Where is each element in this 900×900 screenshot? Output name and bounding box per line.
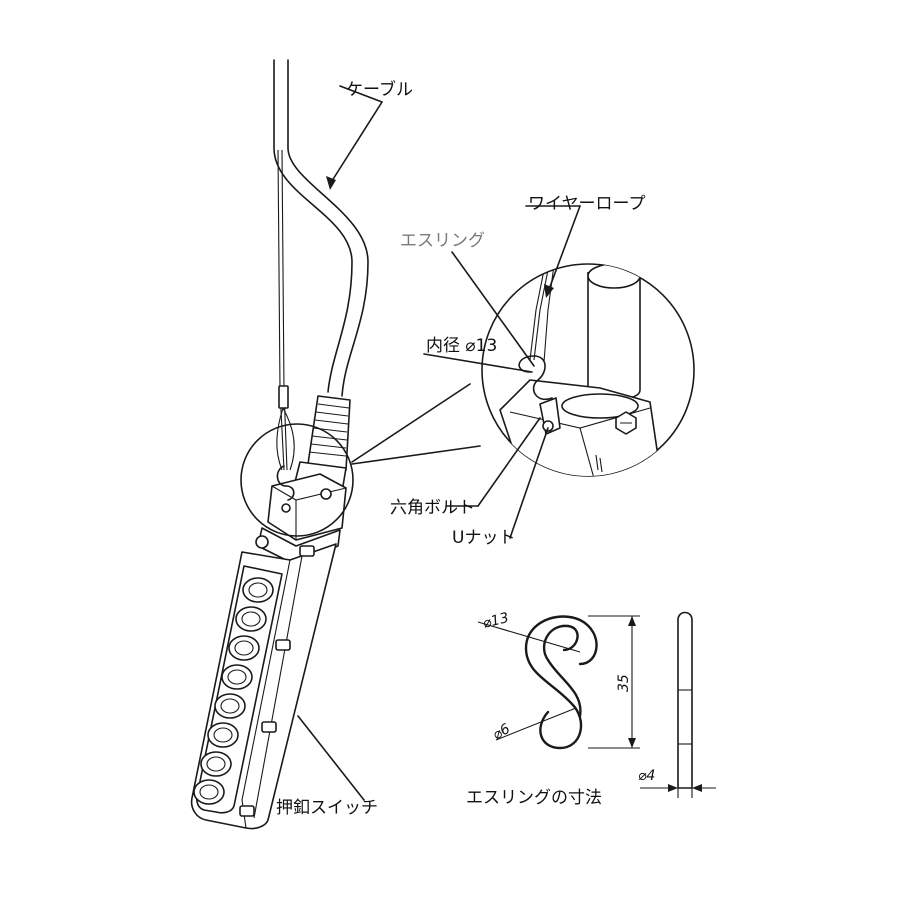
detail-view — [481, 263, 695, 477]
pushbuttons — [193, 577, 274, 805]
label-inner-diameter: 内径 ⌀13 — [426, 336, 497, 356]
pushbutton — [214, 693, 246, 719]
pushbutton — [193, 779, 225, 805]
pushbutton — [242, 577, 274, 603]
cable — [273, 59, 369, 397]
dim-height: 35 — [616, 674, 632, 692]
detail-source-circle — [240, 423, 354, 537]
dim-outer-diameter: ⌀13 — [481, 610, 510, 632]
pushbutton — [235, 606, 267, 632]
label-s-ring: エスリング — [400, 231, 485, 251]
detail-connector-lines — [351, 383, 481, 465]
pushbutton — [221, 664, 253, 690]
s-ring-front-view — [524, 615, 598, 750]
leader-wire-rope — [525, 205, 581, 298]
s-ring-dimension-lines — [477, 615, 640, 749]
wire-rope — [276, 149, 295, 471]
label-pendant-switch: 押釦スイッチ — [276, 798, 378, 818]
pushbutton — [228, 635, 260, 661]
label-u-nut: Uナット — [452, 528, 515, 548]
leader-u-nut — [509, 427, 549, 539]
label-wire-rope: ワイヤーロープ — [528, 194, 645, 214]
leader-s-ring — [451, 251, 535, 367]
dim-inner-hook: ⌀6 — [490, 721, 513, 744]
pushbutton — [200, 751, 232, 777]
label-hex-bolt: 六角ボルト — [390, 498, 475, 518]
label-s-ring-dimensions: エスリングの寸法 — [466, 788, 602, 808]
leader-cable — [326, 85, 383, 190]
leader-hex-bolt — [445, 417, 541, 507]
s-ring-side-view — [640, 611, 716, 798]
leader-inner-diameter — [423, 353, 533, 373]
pushbutton — [207, 722, 239, 748]
dim-wire-diameter: ⌀4 — [638, 768, 655, 784]
label-cable: ケーブル — [346, 79, 413, 100]
leader-pendant-switch — [297, 715, 365, 801]
